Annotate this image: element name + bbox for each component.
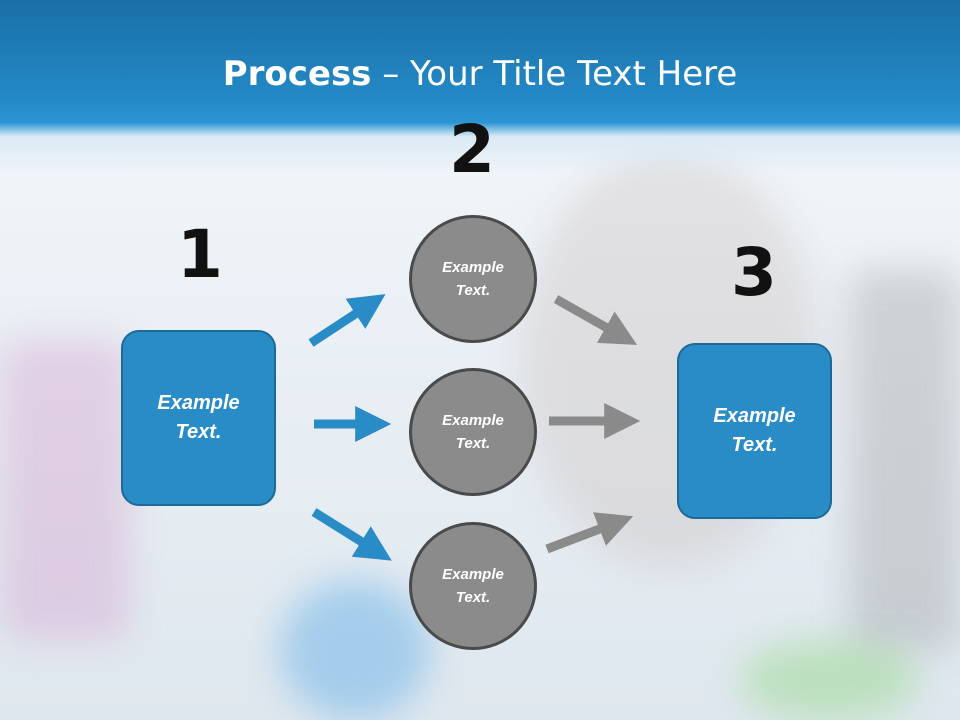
- gray-arrow-up: [545, 512, 634, 554]
- right-box-text: Example Text.: [713, 405, 796, 456]
- left-box-text: Example Text.: [157, 392, 240, 443]
- title-bold: Process: [222, 54, 372, 94]
- gray-arrow-down: [553, 295, 638, 345]
- slide-title: Process – Your Title Text Here: [0, 54, 960, 94]
- background-test-tubes: [0, 340, 130, 640]
- background-flask: [280, 580, 430, 720]
- circle-top: Example Text.: [409, 215, 537, 343]
- left-box: Example Text.: [121, 330, 276, 506]
- circle-bottom: Example Text.: [409, 522, 537, 650]
- step-number-2: 2: [449, 111, 495, 188]
- circle-bottom-text: Example Text.: [442, 566, 504, 606]
- circle-top-text: Example Text.: [442, 259, 504, 299]
- blue-arrow-down: [311, 508, 392, 561]
- background-microscope: [850, 270, 960, 650]
- blue-arrow-up: [308, 294, 386, 347]
- circle-middle: Example Text.: [409, 368, 537, 496]
- circle-middle-text: Example Text.: [442, 412, 504, 452]
- header-band: [0, 0, 960, 175]
- step-number-3: 3: [731, 234, 777, 311]
- title-rest: – Your Title Text Here: [371, 54, 738, 94]
- right-box: Example Text.: [677, 343, 832, 519]
- step-number-1: 1: [177, 216, 223, 293]
- background-green-liquid: [740, 640, 920, 720]
